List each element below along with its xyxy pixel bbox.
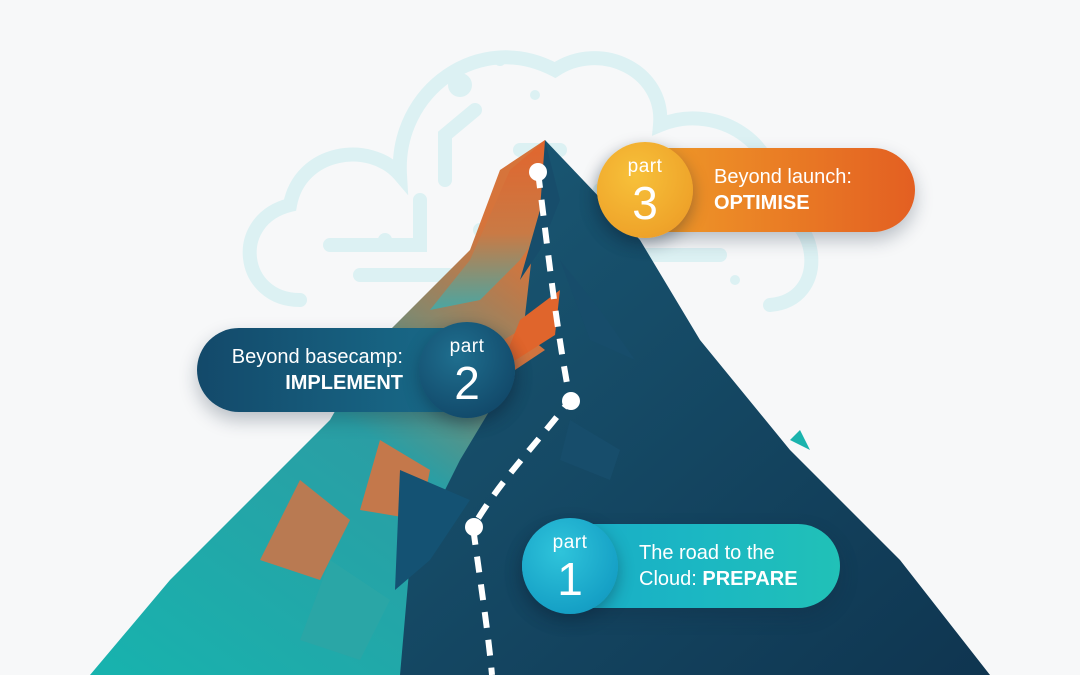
trail-point-2 bbox=[562, 392, 580, 410]
step-title: Beyond launch: OPTIMISE bbox=[714, 164, 852, 216]
step-number-circle: part 2 bbox=[419, 322, 515, 418]
step-badge-part-1: part 1 The road to the Cloud: PREPARE bbox=[522, 518, 840, 614]
part-label: part bbox=[627, 156, 663, 177]
part-number: 3 bbox=[632, 177, 658, 229]
step-title-line1: Beyond basecamp: bbox=[231, 346, 403, 368]
trail-path bbox=[465, 163, 580, 675]
part-label: part bbox=[449, 336, 485, 357]
step-badge-part-3: part 3 Beyond launch: OPTIMISE bbox=[597, 142, 915, 238]
step-title-keyword: IMPLEMENT bbox=[285, 372, 403, 394]
step-badge-part-2: part 2 Beyond basecamp: IMPLEMENT bbox=[197, 322, 515, 418]
step-title-line2: OPTIMISE bbox=[714, 190, 852, 216]
part-label: part bbox=[552, 532, 588, 553]
trail-point-1 bbox=[465, 518, 483, 536]
step-title-keyword: PREPARE bbox=[702, 568, 798, 590]
step-title-line1: Beyond launch: bbox=[714, 166, 852, 188]
step-title-line1: The road to the bbox=[639, 542, 775, 564]
step-number-circle: part 3 bbox=[597, 142, 693, 238]
step-title-line2: Cloud: PREPARE bbox=[639, 566, 798, 592]
trail-point-3 bbox=[529, 163, 547, 181]
step-title-plain: Cloud: bbox=[639, 568, 703, 590]
step-title: Beyond basecamp: IMPLEMENT bbox=[232, 344, 403, 396]
step-number-circle: part 1 bbox=[522, 518, 618, 614]
part-number: 1 bbox=[557, 553, 583, 605]
part-number: 2 bbox=[454, 357, 480, 409]
step-title-line2: IMPLEMENT bbox=[232, 370, 403, 396]
step-title: The road to the Cloud: PREPARE bbox=[639, 540, 798, 592]
step-title-keyword: OPTIMISE bbox=[714, 192, 810, 214]
